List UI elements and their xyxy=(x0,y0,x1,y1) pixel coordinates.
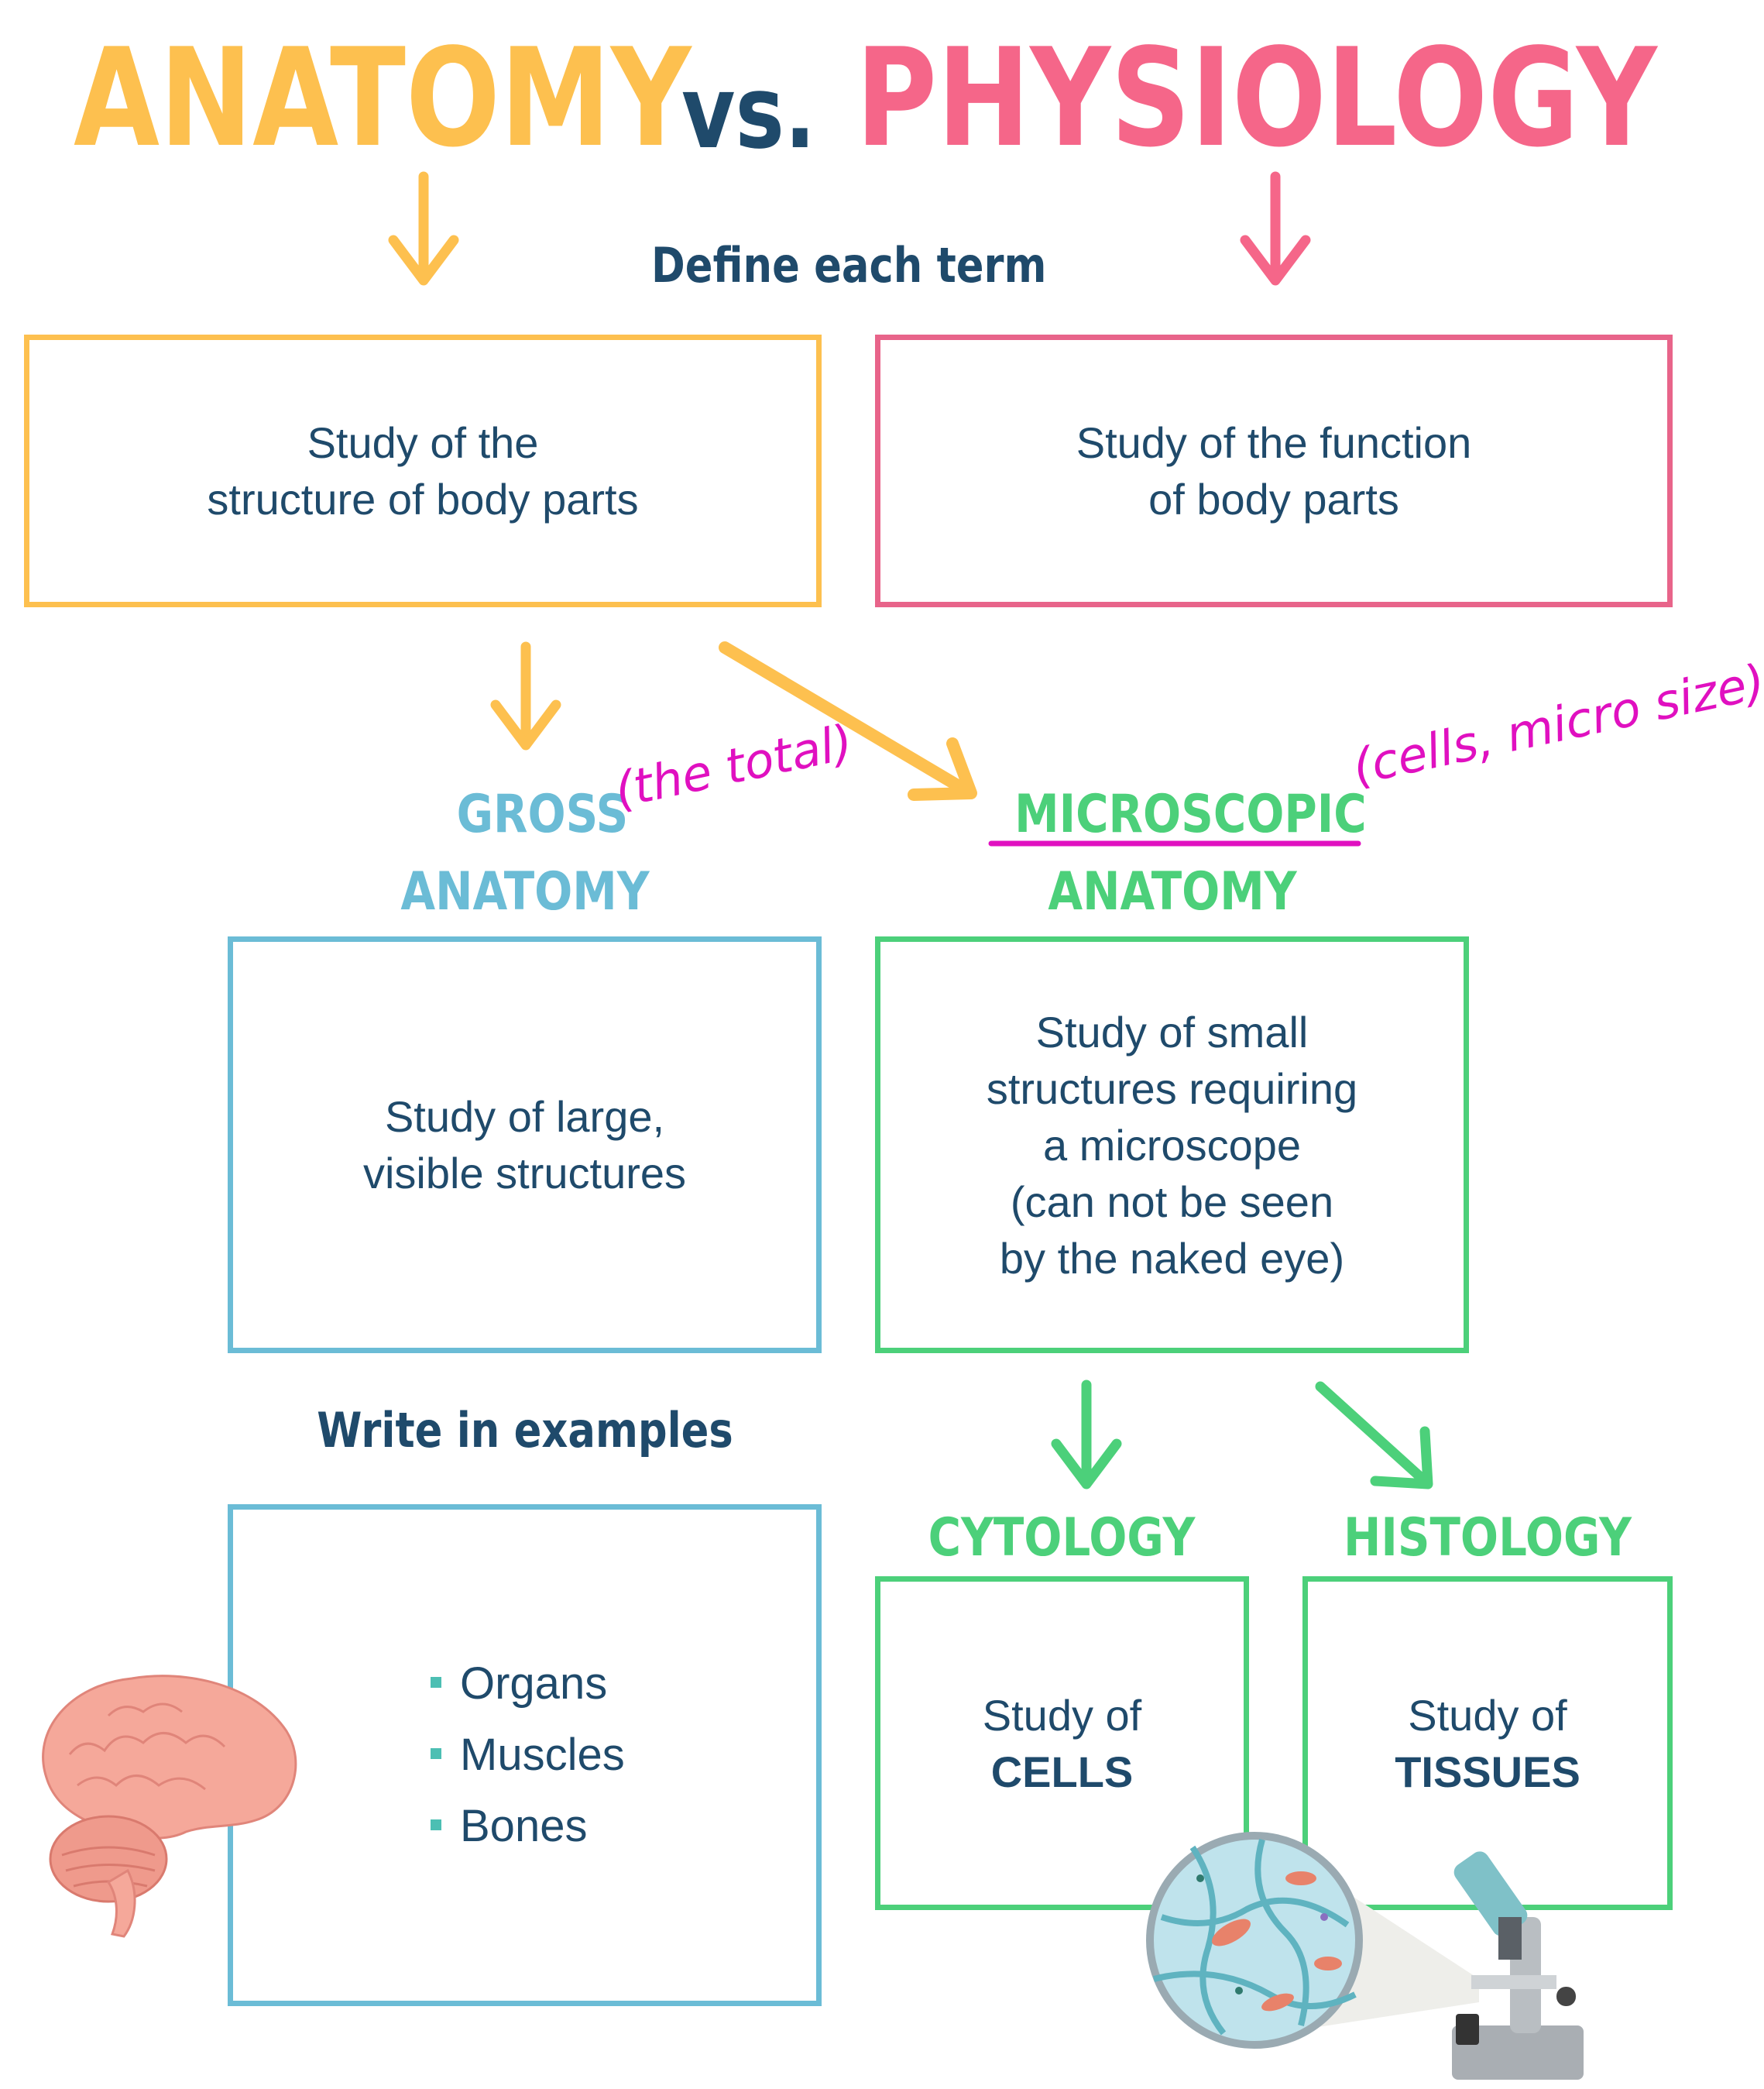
physiology-definition-line: of body parts xyxy=(1148,475,1399,524)
title-physiology: PHYSIOLOGY xyxy=(856,20,1657,177)
define-each-term-prompt: Define each term xyxy=(651,237,1047,294)
microscopic-definition-line: structures requiring xyxy=(986,1063,1358,1113)
brain-illustration xyxy=(42,1675,297,1938)
histology-line1: Study of xyxy=(1408,1690,1567,1740)
title-vs: vs. xyxy=(681,53,816,171)
arrow-down-anatomy xyxy=(388,171,459,286)
cytology-box: Study of CELLS xyxy=(875,1576,1249,1910)
microscopic-definition-box: Study of small structures requiring a mi… xyxy=(875,936,1469,1353)
anatomy-definition-line: structure of body parts xyxy=(207,475,639,524)
cytology-heading: CYTOLOGY xyxy=(928,1507,1196,1568)
arrow-diagonal-histology xyxy=(1315,1381,1433,1489)
physiology-definition-line: Study of the function xyxy=(1076,418,1472,467)
gross-definition-line: visible structures xyxy=(362,1149,687,1197)
gross-heading: GROSS xyxy=(456,784,629,845)
gross-definition-line: Study of large, xyxy=(384,1092,665,1141)
example-item: Muscles xyxy=(431,1720,625,1791)
gross-definition-box: Study of large, visible structures xyxy=(228,936,822,1353)
anatomy-definition-box: Study of the structure of body parts xyxy=(24,335,822,607)
histology-line2: TISSUES xyxy=(1395,1747,1580,1796)
arrow-down-cytology xyxy=(1051,1379,1122,1489)
arrow-diagonal-microscopic xyxy=(719,641,977,801)
microscopic-heading: MICROSCOPIC xyxy=(1014,784,1367,845)
bullet-icon xyxy=(431,1676,441,1688)
arrow-down-gross xyxy=(490,641,561,751)
bullet-icon xyxy=(431,1819,441,1830)
examples-list: Organs Muscles Bones xyxy=(431,1648,625,1862)
microscopic-definition-line: a microscope xyxy=(1042,1120,1302,1170)
microscopic-definition-line: Study of small xyxy=(1035,1007,1309,1057)
microscopic-heading-anatomy: ANATOMY xyxy=(1048,861,1297,923)
anatomy-definition-line: Study of the xyxy=(307,418,539,467)
microscope-illustration xyxy=(1146,1832,1584,2080)
bullet-icon xyxy=(431,1747,441,1759)
cytology-line1: Study of xyxy=(982,1690,1142,1740)
physiology-definition-box: Study of the function of body parts xyxy=(875,335,1673,607)
gross-examples-box: Organs Muscles Bones xyxy=(228,1504,822,2006)
histology-heading: HISTOLOGY xyxy=(1343,1507,1632,1568)
cytology-line2: CELLS xyxy=(990,1747,1134,1796)
example-item: Organs xyxy=(431,1648,625,1720)
microscopic-definition-line: (can not be seen xyxy=(1010,1177,1334,1226)
example-item: Bones xyxy=(431,1791,625,1862)
microscopic-definition-line: by the naked eye) xyxy=(999,1233,1345,1283)
write-examples-prompt: Write in examples xyxy=(317,1402,733,1459)
arrow-down-physiology xyxy=(1240,171,1311,286)
gross-heading-anatomy: ANATOMY xyxy=(400,861,650,923)
title-anatomy: ANATOMY xyxy=(74,20,692,177)
